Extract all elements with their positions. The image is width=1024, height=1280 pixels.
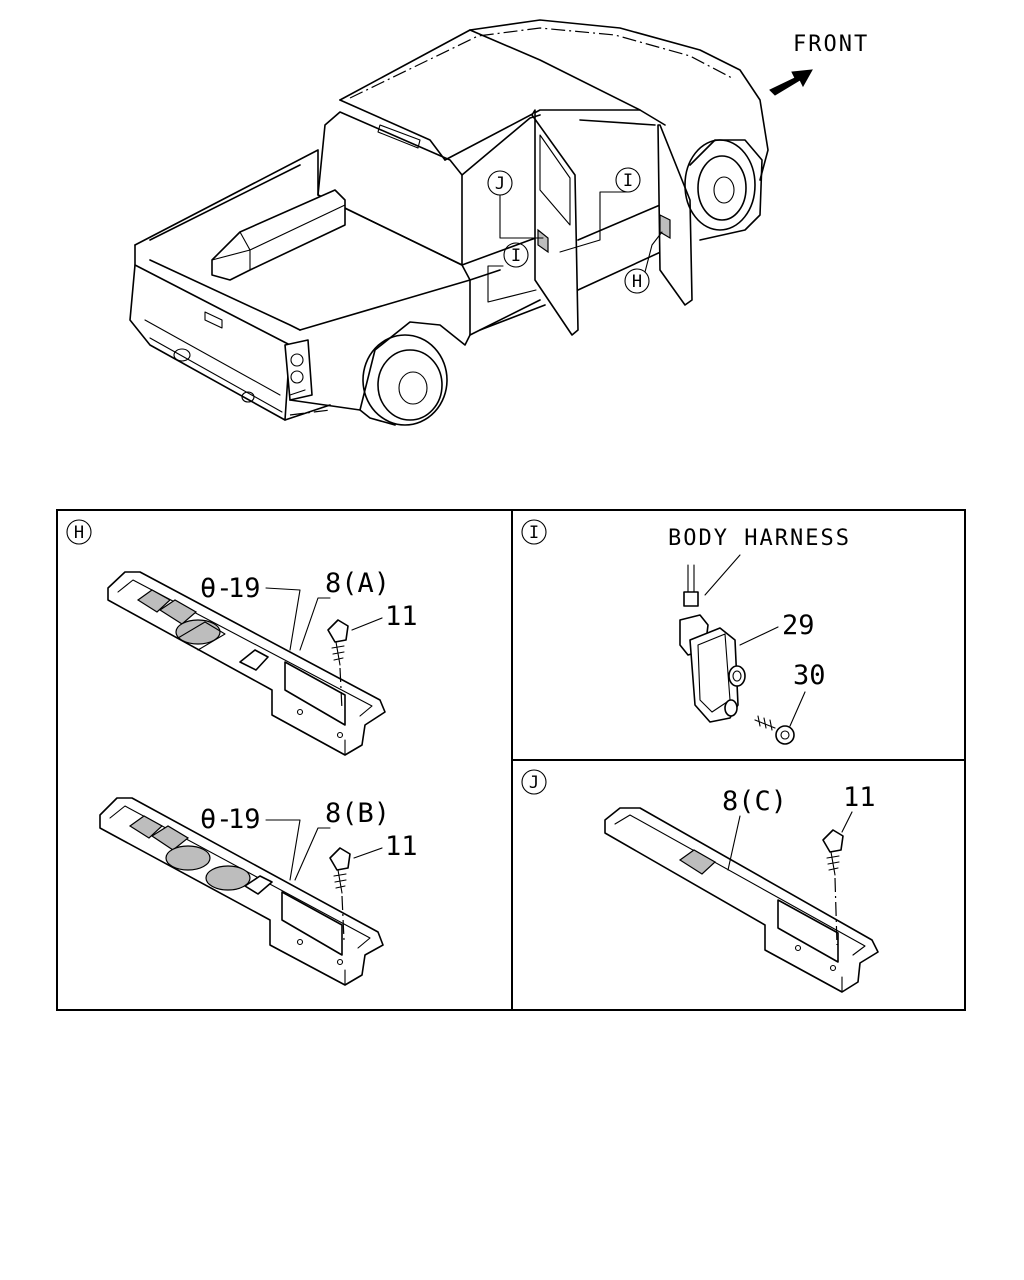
- switch-panel-icon: [99, 797, 384, 986]
- callout-h: H: [624, 268, 650, 294]
- svg-text:H: H: [74, 523, 84, 543]
- svg-text:H: H: [632, 272, 642, 292]
- svg-text:I: I: [529, 523, 539, 543]
- callout-i-upper: I: [615, 167, 641, 193]
- svg-text:J: J: [495, 174, 505, 194]
- body-harness-label: BODY HARNESS: [668, 526, 851, 551]
- door-switch: [679, 614, 746, 723]
- switch-panel-icon: [604, 807, 879, 993]
- connector-icon: [683, 591, 699, 607]
- screw-icon: [329, 847, 351, 941]
- panel-h-tag: H: [66, 519, 92, 545]
- callout-i-lower: I: [503, 242, 529, 268]
- callout-j: J: [487, 170, 513, 196]
- h-upper-prefix: θ-: [200, 573, 233, 604]
- truck-overview: [129, 19, 769, 426]
- screw-icon: [822, 829, 844, 946]
- h-upper-label-19: 19: [228, 573, 261, 604]
- i-label-29: 29: [782, 610, 815, 641]
- screw-icon: [327, 619, 349, 711]
- svg-text:I: I: [511, 246, 521, 266]
- j-label-11: 11: [843, 782, 876, 813]
- h-lower-label-8: 8(B): [325, 798, 390, 829]
- h-lower-label-11: 11: [385, 831, 418, 862]
- panel-j-frame: [511, 759, 966, 1011]
- switch-panel-icon: [107, 571, 386, 756]
- svg-text:I: I: [623, 171, 633, 191]
- panel-i-tag: I: [521, 519, 547, 545]
- panel-j-tag: J: [521, 769, 547, 795]
- front-label: FRONT: [793, 32, 869, 57]
- svg-text:J: J: [529, 773, 539, 793]
- h-lower-label-19: 19: [228, 804, 261, 835]
- j-label-8: 8(C): [722, 786, 787, 817]
- screw-icon: [754, 715, 795, 745]
- i-label-30: 30: [793, 660, 826, 691]
- h-upper-label-11: 11: [385, 601, 418, 632]
- h-upper-label-8: 8(A): [325, 568, 390, 599]
- h-lower-prefix: θ-: [200, 804, 233, 835]
- front-arrow-icon: [769, 69, 813, 96]
